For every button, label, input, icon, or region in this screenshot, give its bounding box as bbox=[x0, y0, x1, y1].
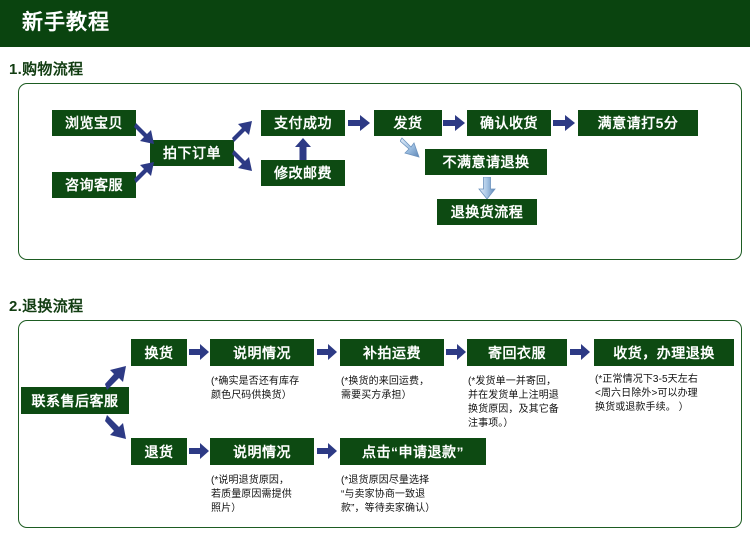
arrow-exchange-to-explain bbox=[189, 343, 209, 361]
note-send-back: (*发货单一并寄回， 并在发货单上注明退 换货原因，及其它备 注事项。） bbox=[468, 376, 559, 429]
flow-box-exchange[interactable]: 换货 bbox=[131, 339, 187, 366]
flow-box-explain-exchange[interactable]: 说明情况 bbox=[210, 339, 314, 366]
arrow-pay-to-ship bbox=[348, 114, 370, 132]
note-receive-process: (*正常情况下3-5天左右 <周六日除外>可以办理 换货或退款手续。 ） bbox=[595, 374, 698, 413]
flow-box-pay-success[interactable]: 支付成功 bbox=[261, 110, 345, 136]
flow-box-receive-process[interactable]: 收货，办理退换 bbox=[594, 339, 734, 366]
flow-box-contact-service[interactable]: 联系售后客服 bbox=[21, 387, 129, 414]
note-exchange-explain: (*确实是否还有库存 颜色尺码供换货） bbox=[211, 376, 300, 401]
arrow-explain-to-apply-refund bbox=[317, 442, 337, 460]
flow-box-modify-shipping[interactable]: 修改邮费 bbox=[261, 160, 345, 186]
arrow-consult-to-order bbox=[134, 158, 158, 186]
arrow-modify-to-pay-up bbox=[294, 138, 312, 160]
section-heading-return: 2.退换流程 bbox=[9, 298, 84, 315]
note-apply-refund: (*退货原因尽量选择 “与卖家协商一致退 款”，等待卖家确认） bbox=[341, 475, 436, 514]
flow-box-rate-five[interactable]: 满意请打5分 bbox=[578, 110, 698, 136]
flow-box-return-flow[interactable]: 退换货流程 bbox=[437, 199, 537, 225]
arrow-contact-to-exchange bbox=[105, 363, 131, 393]
arrow-ship-to-confirm bbox=[443, 114, 465, 132]
flow-box-confirm-receipt[interactable]: 确认收货 bbox=[467, 110, 551, 136]
arrow-send-back-to-receive bbox=[570, 343, 590, 361]
flow-box-place-order[interactable]: 拍下订单 bbox=[150, 140, 234, 166]
arrow-contact-to-refund bbox=[105, 412, 131, 442]
flow-box-extra-shipping[interactable]: 补拍运费 bbox=[340, 339, 444, 366]
arrow-explain-to-extra-shipping bbox=[317, 343, 337, 361]
arrow-extra-shipping-to-send-back bbox=[446, 343, 466, 361]
arrow-order-to-pay bbox=[232, 118, 256, 144]
page-header: 新手教程 bbox=[0, 0, 750, 47]
arrow-refund-to-explain bbox=[189, 442, 209, 460]
section-heading-shopping: 1.购物流程 bbox=[9, 61, 84, 78]
flow-box-refund[interactable]: 退货 bbox=[131, 438, 187, 465]
arrow-confirm-to-rate bbox=[553, 114, 575, 132]
arrow-order-to-modify bbox=[232, 148, 256, 174]
flow-box-browse[interactable]: 浏览宝贝 bbox=[52, 110, 136, 136]
flow-box-explain-refund[interactable]: 说明情况 bbox=[210, 438, 314, 465]
flow-box-ship[interactable]: 发货 bbox=[374, 110, 442, 136]
flow-box-unsatisfied-return[interactable]: 不满意请退换 bbox=[425, 149, 547, 175]
arrow-unsatisfied-to-returnflow bbox=[477, 177, 497, 199]
arrow-browse-to-order bbox=[134, 120, 158, 148]
flow-box-apply-refund[interactable]: 点击“申请退款” bbox=[340, 438, 486, 465]
note-extra-shipping: (*换货的来回运费， 需要买方承担） bbox=[341, 376, 430, 401]
arrow-ship-to-unsatisfied bbox=[400, 136, 426, 160]
page-title: 新手教程 bbox=[22, 11, 110, 34]
note-refund-explain: (*说明退货原因， 若质量原因需提供 照片） bbox=[211, 475, 292, 514]
flow-box-send-back[interactable]: 寄回衣服 bbox=[467, 339, 567, 366]
flow-box-consult[interactable]: 咨询客服 bbox=[52, 172, 136, 198]
